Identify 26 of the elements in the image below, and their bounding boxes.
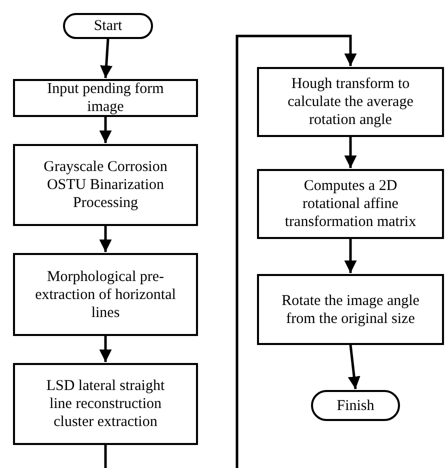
step-text: Morphological pre-extraction of horizontal lines (35, 268, 176, 322)
step-text: Computes a 2D rotational affine transformation matrix (284, 177, 418, 231)
step-text: Rotate the image angle from the original size (280, 292, 420, 328)
step-text: Hough transform to calculate the average rotation angle (286, 75, 414, 129)
step-text: Input pending form image (46, 80, 165, 116)
arrow (236, 34, 357, 468)
arrow (99, 226, 112, 252)
arrow (348, 344, 360, 390)
arrow (99, 117, 112, 143)
step-text: Finish (336, 396, 374, 414)
process-box (13, 363, 198, 445)
step-text: Grayscale Corrosion OSTU Binarization Processing (42, 158, 168, 212)
step-text: Start (94, 17, 122, 35)
process-box (257, 67, 444, 137)
step-text: LSD lateral straight line reconstruction cluster extraction (45, 377, 166, 431)
process-box (13, 144, 198, 226)
process-box (257, 169, 444, 239)
process-box (13, 79, 198, 117)
arrow (344, 239, 357, 273)
process-box (257, 274, 444, 345)
arrow (100, 38, 113, 78)
terminal-pill (63, 13, 153, 39)
arrow (99, 336, 112, 362)
terminal-pill (311, 390, 400, 421)
process-box (13, 253, 198, 336)
arrow (344, 137, 357, 168)
